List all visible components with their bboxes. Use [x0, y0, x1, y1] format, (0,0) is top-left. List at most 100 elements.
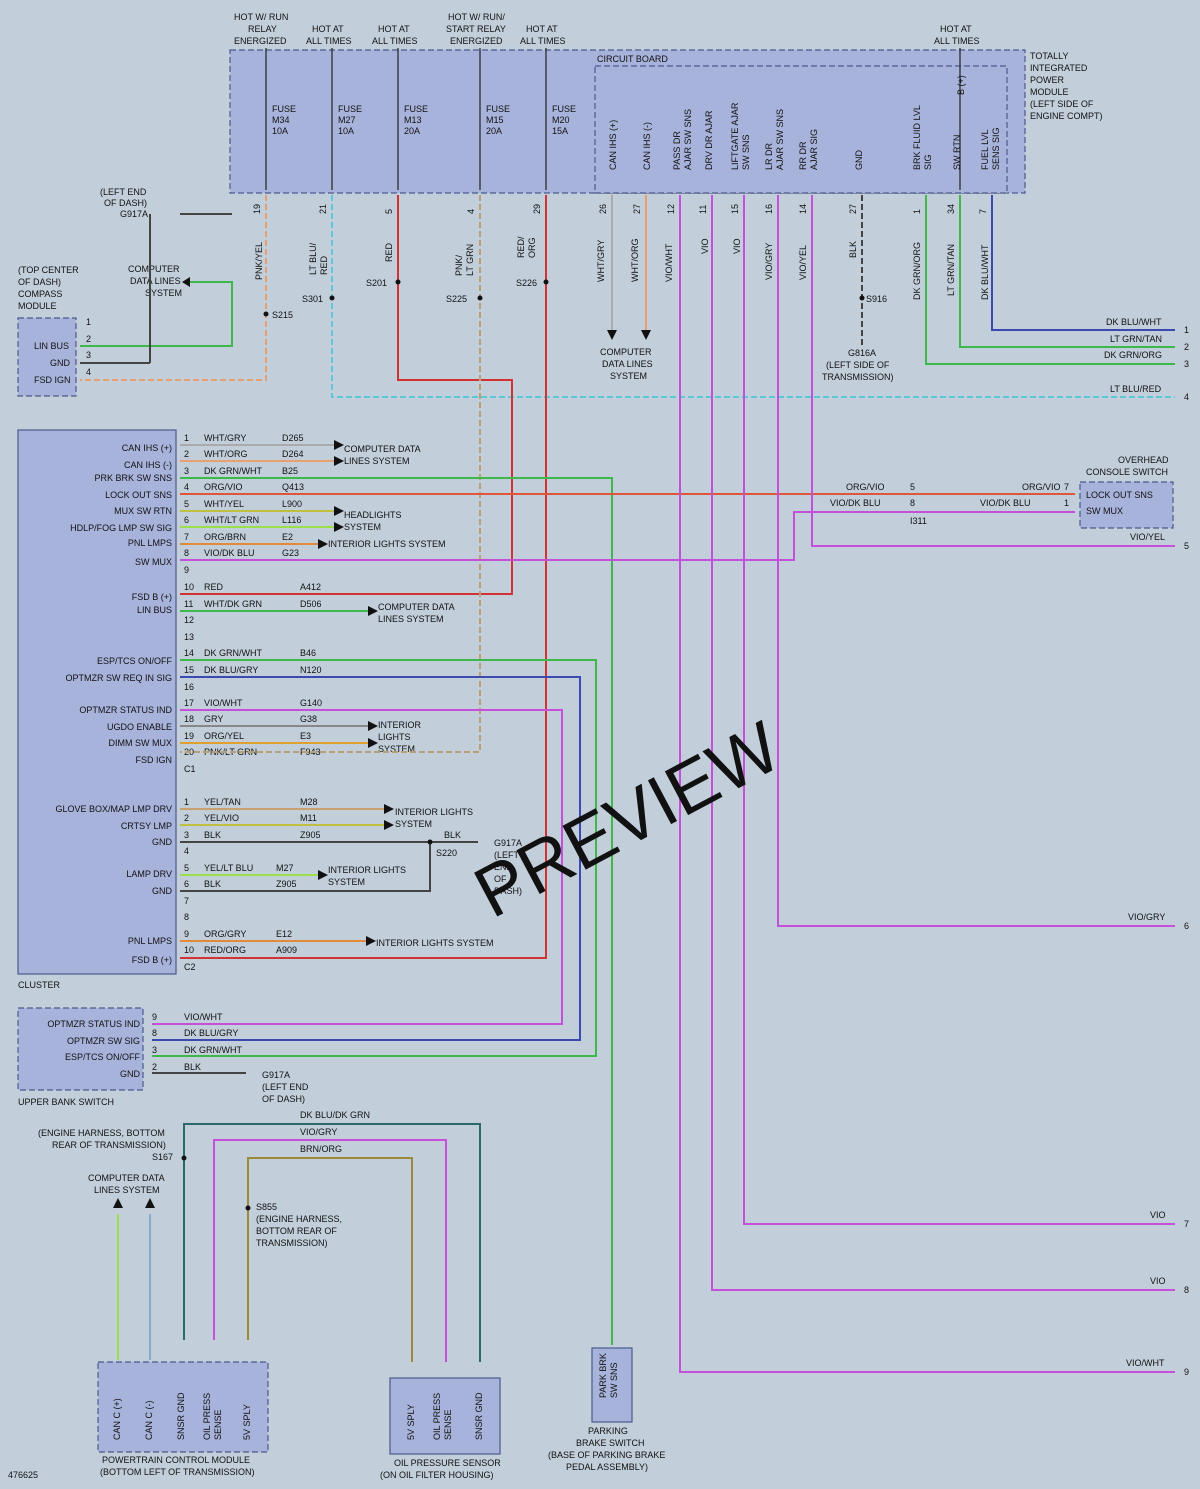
svg-text:LT BLU/RED: LT BLU/RED: [1110, 384, 1162, 394]
svg-text:6: 6: [184, 879, 189, 889]
svg-text:PNK/LT GRN: PNK/LT GRN: [454, 244, 475, 276]
svg-text:9: 9: [184, 565, 189, 575]
svg-text:S225: S225: [446, 294, 467, 304]
svg-text:4: 4: [86, 367, 91, 377]
svg-text:12: 12: [184, 615, 194, 625]
svg-text:DK GRN/WHT: DK GRN/WHT: [184, 1045, 242, 1055]
svg-text:VIO/GRY: VIO/GRY: [300, 1127, 337, 1137]
pcm-label: POWERTRAIN CONTROL MODULE(BOTTOM LEFT OF…: [100, 1455, 255, 1477]
svg-text:VIO/YEL: VIO/YEL: [1130, 532, 1165, 542]
svg-text:14: 14: [184, 648, 194, 658]
svg-text:L900: L900: [282, 499, 302, 509]
svg-text:GRY: GRY: [204, 714, 223, 724]
svg-text:CAN IHS (+): CAN IHS (+): [608, 120, 618, 170]
svg-text:FSD IGN: FSD IGN: [135, 755, 172, 765]
svg-text:VIO/DK BLU: VIO/DK BLU: [980, 498, 1031, 508]
svg-text:WHT/DK GRN: WHT/DK GRN: [204, 599, 262, 609]
svg-text:VIO/WHT: VIO/WHT: [664, 243, 674, 282]
svg-text:3: 3: [152, 1045, 157, 1055]
svg-text:LAMP DRV: LAMP DRV: [126, 869, 172, 879]
svg-text:B (+): B (+): [956, 75, 966, 95]
svg-text:A412: A412: [300, 582, 321, 592]
svg-text:Q413: Q413: [282, 482, 304, 492]
tipm-wire-labels: PNK/YEL LT BLU/RED RED PNK/LT GRN RED/OR…: [254, 236, 990, 320]
svg-text:M28: M28: [300, 797, 318, 807]
svg-text:E2: E2: [282, 532, 293, 542]
svg-text:E12: E12: [276, 929, 292, 939]
svg-text:1: 1: [1064, 498, 1069, 508]
svg-text:18: 18: [184, 714, 194, 724]
svg-text:DK GRN/ORG: DK GRN/ORG: [912, 242, 922, 300]
oil-sensor-box: [389, 1377, 501, 1455]
svg-text:MUX SW RTN: MUX SW RTN: [114, 506, 172, 516]
svg-text:C2: C2: [184, 962, 196, 972]
svg-text:3: 3: [184, 466, 189, 476]
svg-text:1: 1: [86, 317, 91, 327]
splice-points: [181, 279, 865, 1211]
oil-pins: 5V SPLY OIL PRESSSENSE SNSR GND: [406, 1392, 484, 1440]
svg-text:5: 5: [184, 499, 189, 509]
svg-text:9: 9: [1184, 1367, 1189, 1377]
svg-text:BRK FLUID LVLSIG: BRK FLUID LVLSIG: [912, 105, 933, 170]
svg-text:ORG/VIO: ORG/VIO: [204, 482, 243, 492]
svg-text:DK BLU/DK GRN: DK BLU/DK GRN: [300, 1110, 370, 1120]
svg-text:FSD B (+): FSD B (+): [132, 955, 172, 965]
svg-text:RED: RED: [384, 242, 394, 262]
svg-text:L116: L116: [282, 515, 301, 525]
svg-text:I311: I311: [910, 516, 927, 526]
svg-text:DIMM SW MUX: DIMM SW MUX: [109, 738, 173, 748]
svg-text:1: 1: [912, 209, 922, 214]
svg-text:16: 16: [764, 204, 774, 214]
svg-text:B46: B46: [300, 648, 316, 658]
svg-text:VIO: VIO: [1150, 1276, 1166, 1286]
svg-text:4: 4: [1184, 392, 1189, 402]
svg-text:LOCK OUT SNS: LOCK OUT SNS: [105, 490, 172, 500]
svg-text:ESP/TCS ON/OFF: ESP/TCS ON/OFF: [97, 656, 173, 666]
svg-text:D264: D264: [282, 449, 304, 459]
svg-text:PASS DRAJAR SW SNS: PASS DRAJAR SW SNS: [672, 109, 693, 170]
svg-text:F943: F943: [300, 747, 321, 757]
svg-text:OIL PRESSSENSE: OIL PRESSSENSE: [432, 1393, 453, 1440]
svg-text:5V SPLY: 5V SPLY: [406, 1404, 416, 1440]
svg-text:VIO/GRY: VIO/GRY: [1128, 912, 1165, 922]
svg-text:E3: E3: [300, 731, 311, 741]
upper-bank-label: UPPER BANK SWITCH: [18, 1097, 114, 1107]
svg-text:GND: GND: [120, 1069, 141, 1079]
pcm-pins: CAN C (+) CAN C (-) SNSR GND OIL PRESSSE…: [112, 1392, 252, 1440]
svg-text:OPTMZR STATUS IND: OPTMZR STATUS IND: [47, 1019, 140, 1029]
circuit-board-box: [594, 65, 1008, 194]
svg-text:ORG/VIO: ORG/VIO: [846, 482, 885, 492]
compass-module-box: [17, 317, 77, 397]
svg-text:4: 4: [466, 209, 476, 214]
svg-text:PNK/YEL: PNK/YEL: [254, 242, 264, 280]
svg-text:RR DRAJAR SIG: RR DRAJAR SIG: [798, 129, 819, 170]
svg-text:SW RTN: SW RTN: [952, 135, 962, 170]
svg-text:ORG/BRN: ORG/BRN: [204, 532, 246, 542]
svg-text:M11: M11: [300, 813, 317, 823]
svg-text:27: 27: [632, 204, 642, 214]
svg-text:M27: M27: [276, 863, 294, 873]
svg-text:BLK: BLK: [204, 830, 221, 840]
svg-text:8: 8: [910, 498, 915, 508]
svg-text:S215: S215: [272, 310, 293, 320]
svg-text:GLOVE BOX/MAP LMP DRV: GLOVE BOX/MAP LMP DRV: [55, 804, 172, 814]
svg-text:DK GRN/WHT: DK GRN/WHT: [204, 648, 262, 658]
svg-text:LR DRAJAR SW SNS: LR DRAJAR SW SNS: [764, 109, 785, 170]
svg-text:S220: S220: [436, 848, 457, 858]
svg-text:UGDO ENABLE: UGDO ENABLE: [107, 722, 172, 732]
svg-text:7: 7: [184, 532, 189, 542]
svg-text:GND: GND: [50, 358, 71, 368]
